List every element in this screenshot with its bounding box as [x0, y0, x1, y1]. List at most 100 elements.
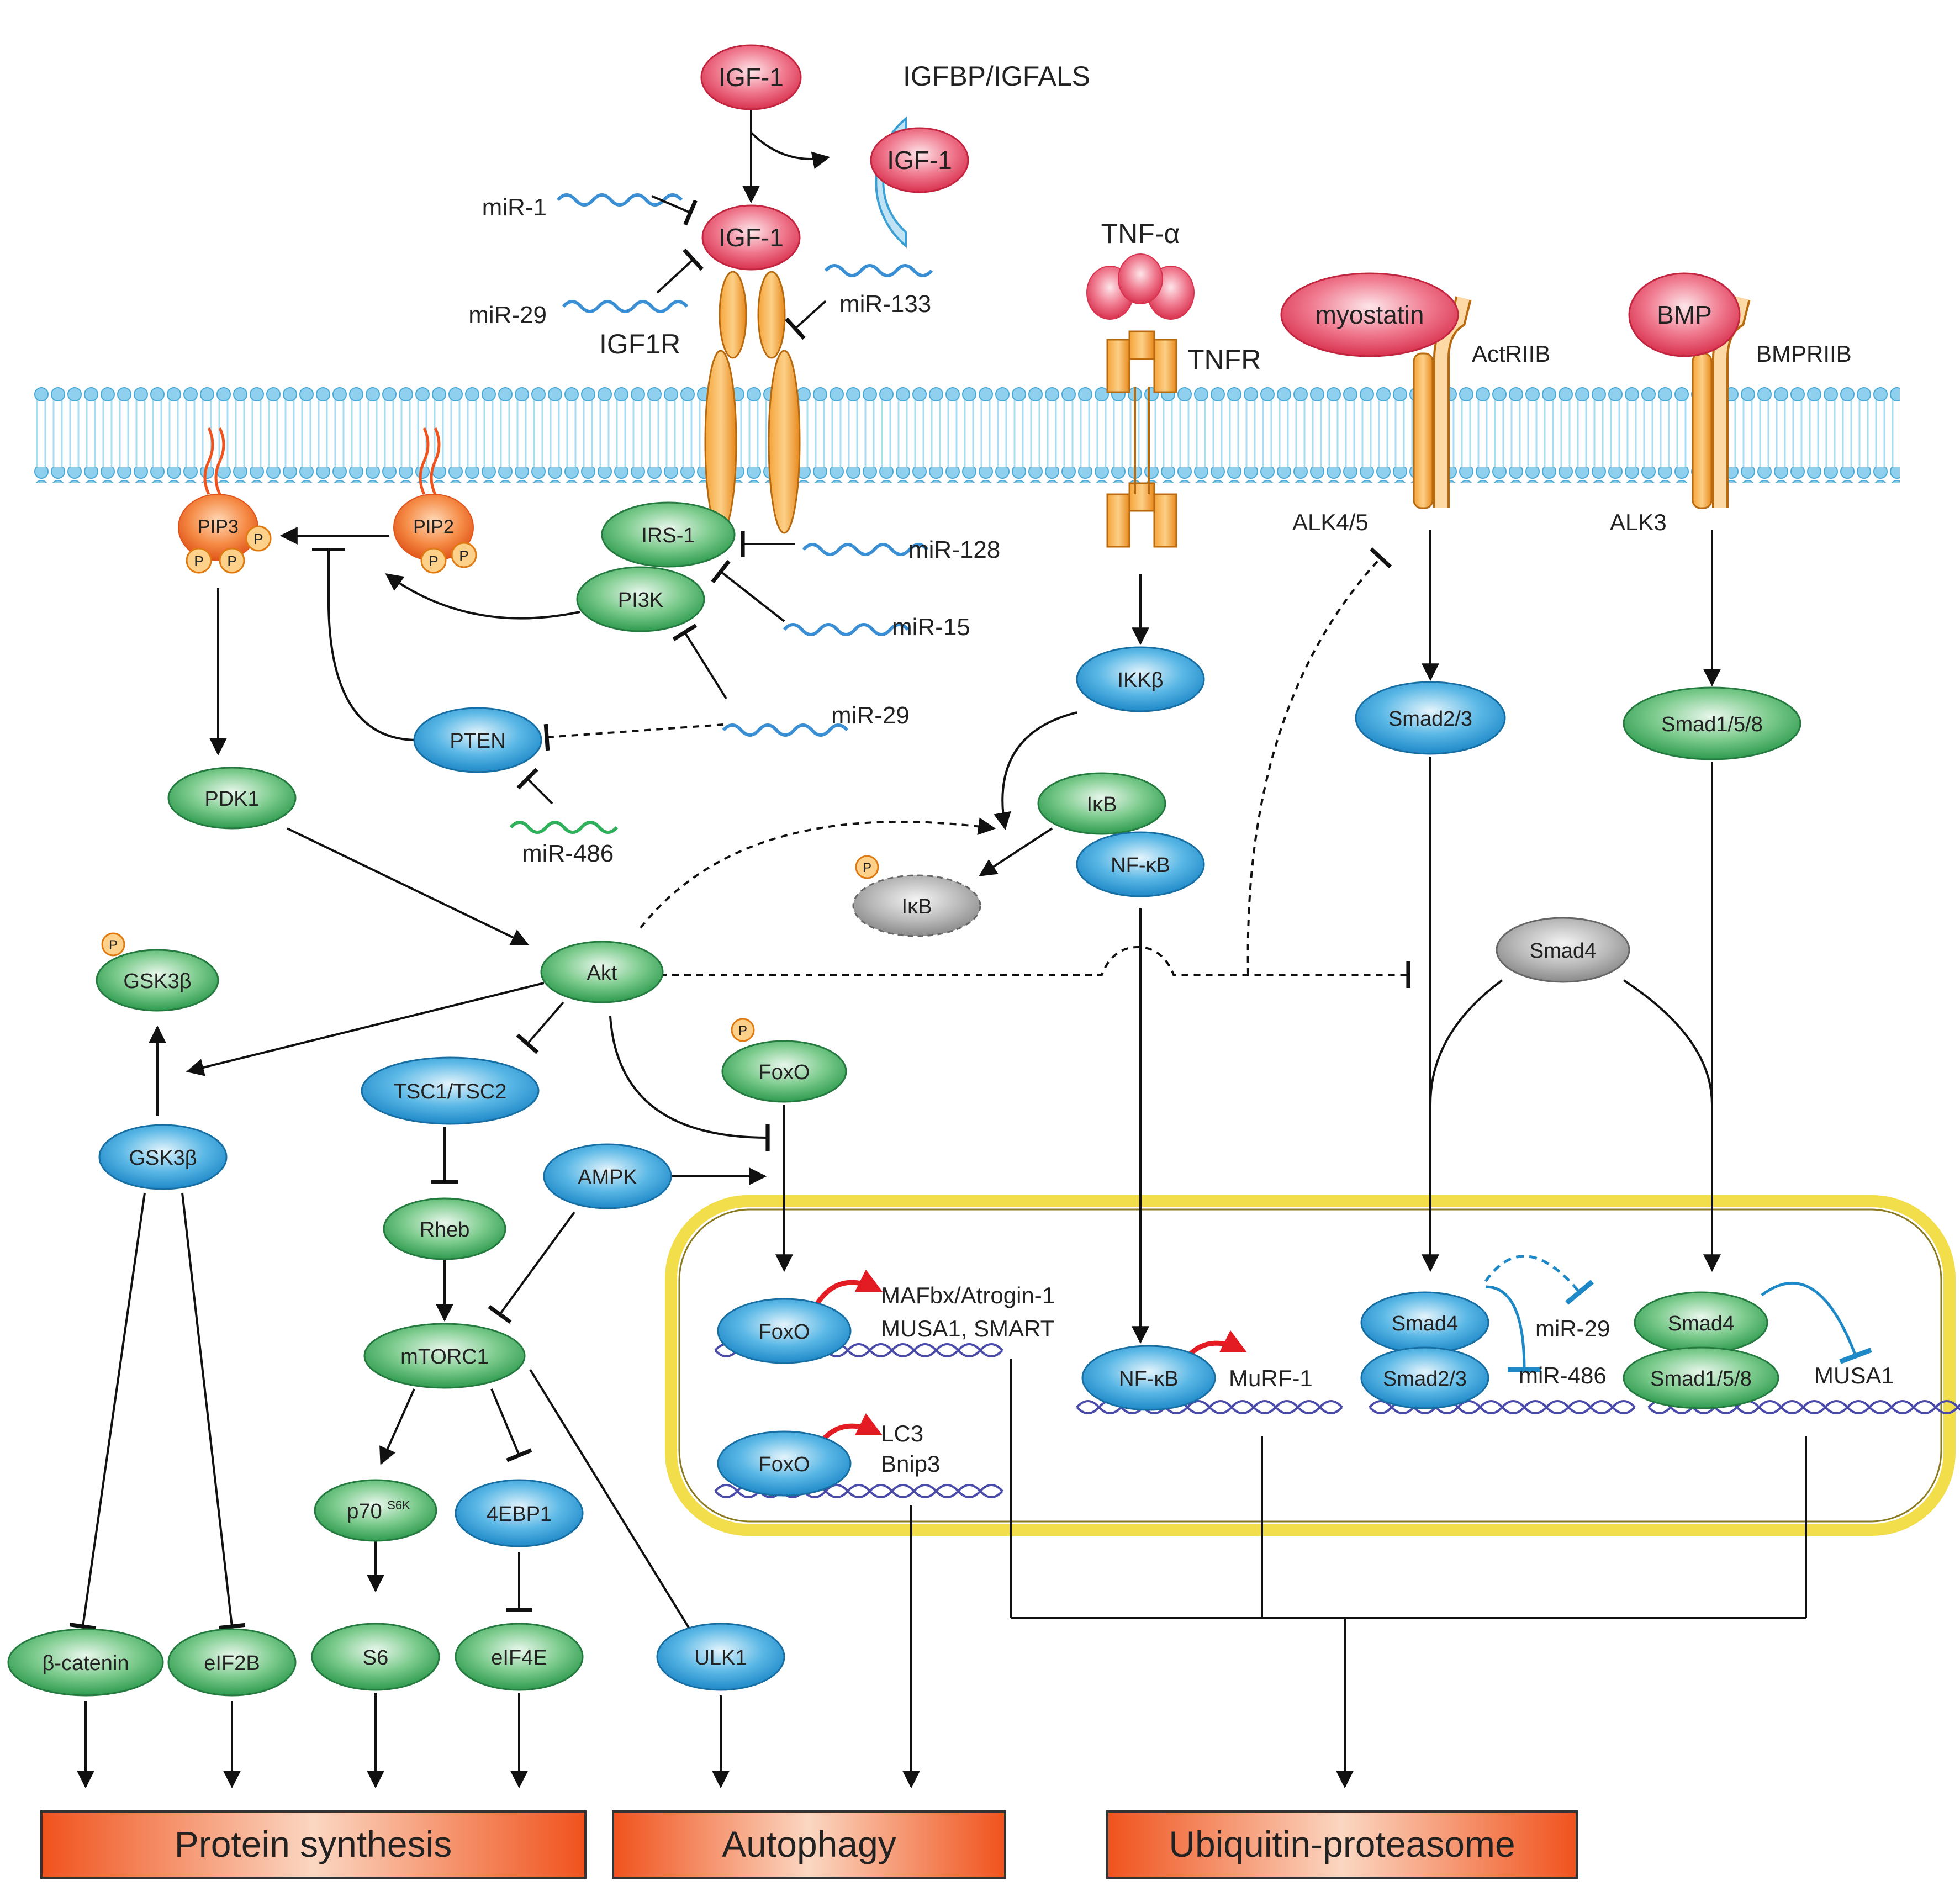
tnfr-receptor [1106, 330, 1177, 548]
mir29a-strand-icon [562, 300, 689, 313]
svg-text:Smad2/3: Smad2/3 [1383, 1367, 1467, 1391]
label-mir133: miR-133 [839, 290, 931, 318]
svg-text:GSK3β: GSK3β [129, 1147, 197, 1170]
output-ubiquitin-proteasome: Ubiquitin-proteasome [1106, 1810, 1578, 1879]
pip-phosphates: P P P P P [186, 525, 477, 574]
label-pip3: PIP3 [198, 516, 239, 537]
label-mir15: miR-15 [892, 614, 970, 641]
node-smad4-nucleus-2: Smad4 [1634, 1291, 1768, 1354]
igf1r-receptor [704, 271, 801, 534]
gene-mir486-nucleus: miR-486 [1519, 1362, 1607, 1388]
node-ikb-phospho: IκB P [852, 855, 981, 937]
node-pten: PTEN [413, 707, 542, 773]
svg-text:AMPK: AMPK [578, 1166, 637, 1189]
node-nfkb: NF-κB [1076, 831, 1205, 897]
label-alk45: ALK4/5 [1292, 509, 1369, 535]
svg-text:Ubiquitin-proteasome: Ubiquitin-proteasome [1169, 1824, 1515, 1864]
node-smad4: Smad4 [1496, 917, 1630, 983]
label-actriib: ActRIIB [1472, 341, 1550, 367]
svg-text:mTORC1: mTORC1 [400, 1345, 489, 1369]
output-protein-synthesis: Protein synthesis [40, 1810, 587, 1879]
label-mir486: miR-486 [522, 840, 614, 867]
svg-text:Smad2/3: Smad2/3 [1388, 707, 1472, 731]
node-tsc: TSC1/TSC2 [361, 1056, 540, 1125]
node-pdk1: PDK1 [167, 767, 297, 830]
svg-text:Rheb: Rheb [420, 1218, 470, 1241]
svg-text:eIF2B: eIF2B [204, 1652, 260, 1675]
tnf-trimer-icon [1086, 253, 1195, 320]
gene-musa-smart: MUSA1, SMART [881, 1315, 1054, 1341]
node-ikkb: IKKβ [1076, 646, 1205, 712]
svg-text:P: P [863, 860, 871, 875]
label-mir29-b: miR-29 [831, 702, 910, 729]
svg-text:P: P [253, 531, 263, 547]
node-rheb: Rheb [383, 1197, 506, 1260]
node-p70s6k: p70 S6K [314, 1479, 437, 1542]
svg-text:Smad1/5/8: Smad1/5/8 [1661, 713, 1763, 736]
node-foxo-phospho: FoxO P [721, 1018, 847, 1103]
node-igf1-bound: IGF-1 [870, 127, 969, 193]
label-mir128: miR-128 [908, 536, 1000, 563]
node-mtorc1: mTORC1 [363, 1323, 526, 1389]
node-bmp: BMP [1628, 272, 1741, 357]
label-igf1r: IGF1R [599, 329, 680, 360]
svg-text:myostatin: myostatin [1316, 300, 1424, 329]
svg-text:P: P [109, 938, 118, 953]
svg-text:FoxO: FoxO [759, 1061, 810, 1084]
svg-text:Smad4: Smad4 [1668, 1312, 1734, 1335]
gene-bnip3: Bnip3 [881, 1451, 940, 1477]
node-akt: Akt [540, 941, 664, 1003]
node-igf1-receptor: IGF-1 [701, 204, 801, 271]
svg-text:β-catenin: β-catenin [42, 1652, 129, 1675]
node-nfkb-nucleus: NF-κB [1081, 1345, 1216, 1411]
svg-text:PDK1: PDK1 [204, 788, 259, 811]
gene-mir29-nucleus: miR-29 [1535, 1315, 1610, 1341]
svg-text:IGF-1: IGF-1 [719, 63, 784, 92]
node-smad23-nucleus: Smad2/3 [1360, 1346, 1489, 1409]
svg-text:Protein synthesis: Protein synthesis [175, 1824, 452, 1864]
svg-text:TSC1/TSC2: TSC1/TSC2 [394, 1080, 507, 1103]
pip2-lipid [393, 427, 474, 561]
svg-text:IκB: IκB [1087, 793, 1117, 816]
svg-text:IRS-1: IRS-1 [641, 524, 695, 547]
svg-text:IκB: IκB [902, 895, 932, 918]
svg-text:IGF-1: IGF-1 [887, 146, 952, 175]
node-myostatin: myostatin [1280, 272, 1459, 357]
node-gsk3b: GSK3β [98, 1124, 228, 1190]
label-tnf-alpha: TNF-α [1101, 218, 1180, 249]
svg-text:S6K: S6K [387, 1498, 410, 1512]
mir128-strand-icon [802, 543, 929, 556]
label-bmpriib: BMPRIIB [1756, 341, 1852, 367]
node-irs1: IRS-1 [601, 501, 736, 568]
svg-text:NF-κB: NF-κB [1111, 854, 1170, 877]
svg-text:4EBP1: 4EBP1 [487, 1503, 552, 1526]
svg-text:Smad4: Smad4 [1392, 1312, 1458, 1335]
node-smad158: Smad1/5/8 [1623, 686, 1801, 760]
node-s6: S6 [311, 1623, 440, 1691]
svg-text:FoxO: FoxO [759, 1320, 810, 1344]
node-smad23: Smad2/3 [1355, 681, 1506, 755]
svg-text:IKKβ: IKKβ [1117, 669, 1163, 692]
svg-text:P: P [429, 553, 438, 569]
mir15-strand-icon [783, 623, 910, 636]
svg-text:S6: S6 [363, 1646, 388, 1669]
node-igf1-top: IGF-1 [700, 44, 802, 110]
node-gsk3b-phospho: GSK3β P [96, 932, 219, 1012]
node-ulk1: ULK1 [656, 1623, 785, 1691]
gene-musa1: MUSA1 [1814, 1362, 1894, 1388]
mir133-strand-icon [824, 264, 933, 277]
node-eif4e: eIF4E [455, 1623, 584, 1691]
label-mir29-a: miR-29 [468, 302, 547, 329]
node-foxo-nucleus-1: FoxO [717, 1298, 852, 1364]
svg-text:IGF-1: IGF-1 [719, 223, 784, 252]
label-mir1: miR-1 [482, 194, 547, 221]
svg-text:Akt: Akt [587, 961, 617, 985]
svg-text:Autophagy: Autophagy [722, 1824, 896, 1864]
mir486-strand-icon [509, 821, 619, 834]
svg-text:P: P [738, 1023, 747, 1038]
label-igfbp: IGFBP/IGFALS [903, 61, 1090, 92]
cell-membrane [33, 387, 1900, 483]
gene-mafbx: MAFbx/Atrogin-1 [881, 1282, 1055, 1308]
svg-text:BMP: BMP [1657, 300, 1712, 329]
